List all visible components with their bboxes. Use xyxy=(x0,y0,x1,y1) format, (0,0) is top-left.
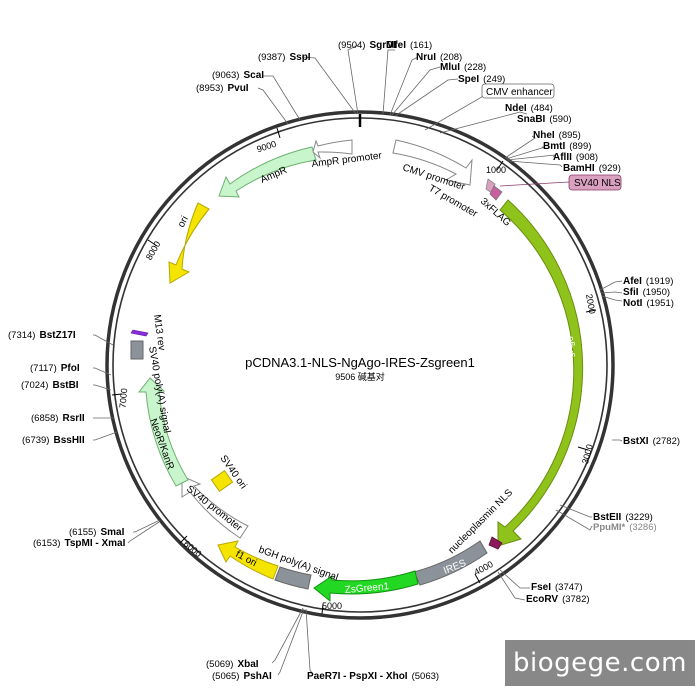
backbone-outer xyxy=(105,110,615,620)
site-mfei: MfeI(161) xyxy=(386,40,432,51)
site-smai: (6155)SmaI xyxy=(69,527,125,538)
ampr-promoter-arrow xyxy=(312,139,353,160)
site-pshai: (5065)PshAI xyxy=(212,671,272,682)
ngago-arrow xyxy=(497,199,584,547)
site-xhoi: PaeR7I - PspXI - XhoI(5063) xyxy=(307,671,439,682)
site-snabi: SnaBI(590) xyxy=(517,114,572,125)
site-aflii: AflII(908) xyxy=(553,152,598,163)
watermark-logo: biogege.com xyxy=(505,640,695,686)
cmv-promoter-arrow xyxy=(392,139,473,186)
zsgreen1-arrow xyxy=(313,570,419,603)
site-rsrii: (6858)RsrII xyxy=(31,413,85,424)
site-bstbi: (7024)BstBI xyxy=(21,380,79,391)
bgh-polya-block xyxy=(274,566,312,590)
sv40-ori-block xyxy=(210,469,234,493)
plasmid-size: 9506 碱基对 xyxy=(335,371,385,382)
f1-ori-arrow xyxy=(217,540,279,580)
site-bstz17i: (7314)BstZ17I xyxy=(8,330,76,341)
site-sgrdi: (9504)SgrDI xyxy=(338,40,396,51)
site-sfii: SfiI(1950) xyxy=(623,287,670,298)
sv40-nls-label: SV40 NLS xyxy=(574,178,621,189)
site-bsteii: BstEII(3229) xyxy=(593,512,653,523)
sv40-promoter-arrow xyxy=(181,475,249,539)
site-bmti: BmtI(899) xyxy=(543,141,591,152)
site-labels: (9504)SgrDI (9387)SspI (9063)ScaI (8953)… xyxy=(8,40,680,682)
ampr-arrow xyxy=(218,146,317,198)
tick-5000: 5000 xyxy=(322,601,342,611)
site-nrui: NruI(208) xyxy=(416,52,462,63)
site-fsei: FseI(3747) xyxy=(531,582,582,593)
site-ndei: NdeI(484) xyxy=(505,103,553,114)
nucleoplasmin-nls-mark xyxy=(488,536,503,550)
plasmid-title: pCDNA3.1-NLS-NgAgo-IRES-Zsgreen1 xyxy=(245,355,475,370)
site-ecorv: EcoRV(3782) xyxy=(526,594,590,605)
site-afei: AfeI(1919) xyxy=(623,276,673,287)
tick-8000: 8000 xyxy=(144,239,163,261)
site-pfoi: (7117)PfoI xyxy=(30,363,80,374)
tick-1000: 1000 xyxy=(486,165,506,175)
m13-rev-mark xyxy=(130,329,149,337)
site-spei: SpeI(249) xyxy=(458,74,505,85)
site-nhei: NheI(895) xyxy=(533,130,581,141)
site-xbai: (5069)XbaI xyxy=(206,659,259,670)
neor-kanr-arrow xyxy=(137,377,189,487)
site-scai: (9063)ScaI xyxy=(212,70,264,81)
tick-9000: 9000 xyxy=(255,139,277,155)
site-sspi: (9387)SspI xyxy=(258,52,311,63)
site-ppumi: PpuMI*(3286) xyxy=(593,522,657,533)
sv40-nls-box xyxy=(568,174,622,191)
3xflag-mark xyxy=(489,185,503,201)
site-bstxi: BstXI(2782) xyxy=(623,436,680,447)
sv40-polya-block xyxy=(130,340,144,360)
site-pvui: (8953)PvuI xyxy=(196,83,249,94)
site-mlui: MluI(228) xyxy=(440,62,486,73)
sv40-promoter-label: SV40 promoter xyxy=(184,484,244,534)
ori-arrow xyxy=(168,202,210,284)
m13-rev-label: M13 rev xyxy=(151,314,167,351)
features xyxy=(130,139,584,603)
cmv-enhancer-label: CMV enhancer xyxy=(486,87,553,98)
cmv-enhancer-box xyxy=(481,83,555,99)
ticks: 1000 2000 3000 4000 5000 6000 7000 8000 … xyxy=(111,127,597,615)
site-xmai: (6153)TspMI - XmaI xyxy=(33,538,126,549)
zsgreen1-label: ZsGreen1 xyxy=(344,581,390,596)
site-bamhi: BamHI(929) xyxy=(563,163,621,174)
tick-7000: 7000 xyxy=(118,388,130,409)
tick-2000: 2000 xyxy=(584,293,597,314)
site-bsshii: (6739)BssHII xyxy=(22,435,85,446)
site-noti: NotI(1951) xyxy=(623,298,674,309)
ori-label: ori xyxy=(176,214,191,229)
ngago-label: NgAgo xyxy=(565,336,575,364)
